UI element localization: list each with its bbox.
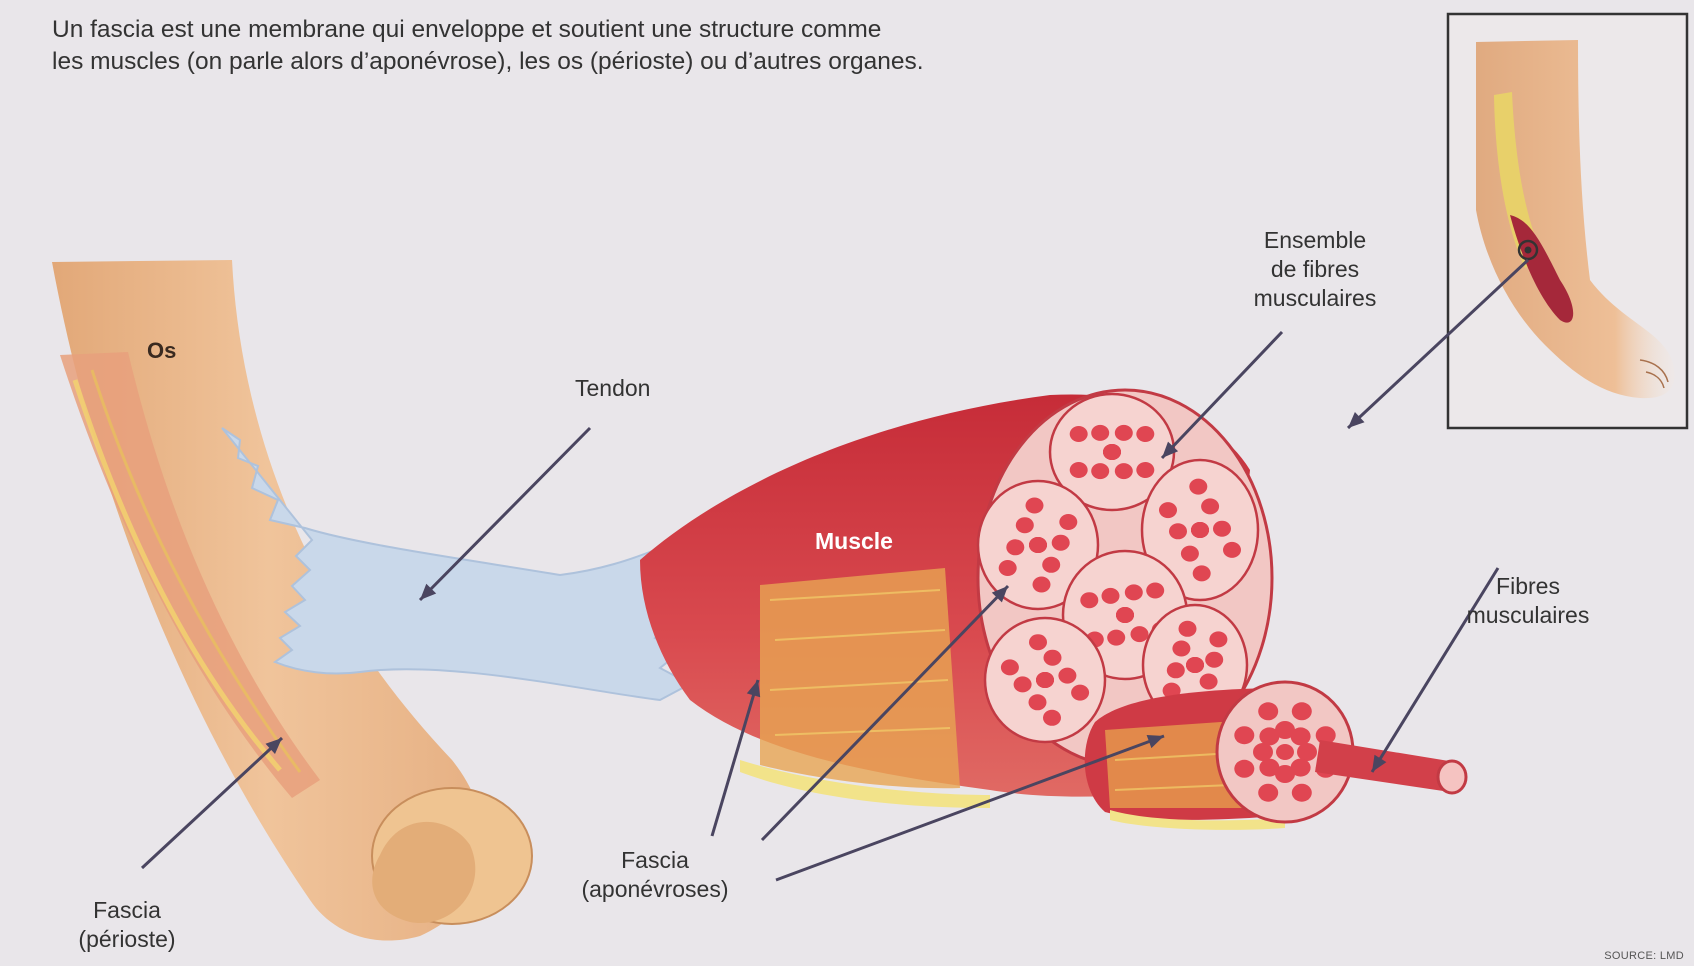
muscle-fiber-dot [1102, 588, 1120, 604]
label-ensemble-line-3: musculaires [1230, 284, 1400, 313]
muscle-fiber-dot [1200, 674, 1218, 690]
bundle-fiber-dot [1292, 784, 1312, 802]
bundle-fiber-dot [1258, 702, 1278, 720]
bundle-fiber-dot [1297, 743, 1317, 761]
label-ensemble-line-2: de fibres [1230, 255, 1400, 284]
muscle-fiber-dot [1016, 517, 1034, 533]
muscle-fiber-dot [1201, 498, 1219, 514]
muscle-fiber-dot [1014, 676, 1032, 692]
muscle-fiber-dot [1193, 565, 1211, 581]
label-fascia-aponevroses: Fascia (aponévroses) [570, 846, 740, 904]
bundle-fiber-dot [1258, 784, 1278, 802]
label-ensemble-fibres: Ensemble de fibres musculaires [1230, 226, 1400, 313]
muscle-fiber-dot [1036, 672, 1054, 688]
label-ensemble-line-1: Ensemble [1230, 226, 1400, 255]
muscle-fiber-dot [1189, 479, 1207, 495]
label-aponevroses-line-2: (aponévroses) [570, 875, 740, 904]
muscle-fiber-dot [1181, 546, 1199, 562]
muscle-fiber-dot [1223, 542, 1241, 558]
muscle-fiber-dot [1205, 652, 1223, 668]
label-perioste-line-1: Fascia [52, 896, 202, 925]
muscle-fiber-dot [1091, 463, 1109, 479]
muscle-fiber-dot [1070, 462, 1088, 478]
muscle-fiber-dot [1186, 657, 1204, 673]
label-muscle: Muscle [815, 528, 893, 555]
muscle-fiber-dot [1006, 539, 1024, 555]
muscle-fiber-dot [1136, 462, 1154, 478]
label-perioste-line-2: (périoste) [52, 925, 202, 954]
bundle-fiber-dot [1291, 727, 1311, 745]
muscle-fiber-dot [1058, 668, 1076, 684]
muscle-fiber-dot [1103, 444, 1121, 460]
bundle-fiber-dot [1234, 760, 1254, 778]
bundle-fiber-dot [1253, 743, 1273, 761]
muscle-fiber-dot [1169, 523, 1187, 539]
muscle-fiber-dot [1071, 685, 1089, 701]
muscle-fiber-dot [1131, 626, 1149, 642]
muscle-fiber-dot [1146, 583, 1164, 599]
muscle-fiber-dot [1043, 710, 1061, 726]
label-fibres-musculaires: Fibres musculaires [1448, 572, 1608, 630]
muscle-fiber-dot [1115, 463, 1133, 479]
muscle-fiber-dot [1136, 426, 1154, 442]
muscle-fiber-dot [1029, 694, 1047, 710]
muscle-fiber-dot [1179, 621, 1197, 637]
muscle-fiber-dot [1044, 650, 1062, 666]
muscle-fiber-dot [1213, 521, 1231, 537]
muscle-fiber-dot [1159, 502, 1177, 518]
intro-line-1: Un fascia est une membrane qui enveloppe… [52, 14, 924, 46]
bundle-fiber-dot [1259, 759, 1279, 777]
aponeurosis-patch [760, 568, 960, 788]
label-fibres-line-1: Fibres [1448, 572, 1608, 601]
muscle-fiber-dot [1172, 641, 1190, 657]
label-aponevroses-line-1: Fascia [570, 846, 740, 875]
muscle-fiber-dot [1026, 498, 1044, 514]
muscle-fiber-dot [1091, 425, 1109, 441]
label-fibres-line-2: musculaires [1448, 601, 1608, 630]
muscle-fiber-dot [1070, 426, 1088, 442]
bundle-fiber-dot [1292, 702, 1312, 720]
muscle-fiber-dot [1125, 584, 1143, 600]
bundle-fiber-dot [1234, 726, 1254, 744]
muscle-fiber-dot [1029, 634, 1047, 650]
label-os: Os [147, 338, 176, 364]
muscle-fiber-dot [1052, 535, 1070, 551]
muscle-fiber-dot [1167, 662, 1185, 678]
muscle-fiber-dot [1042, 557, 1060, 573]
intro-text: Un fascia est une membrane qui enveloppe… [52, 14, 924, 78]
muscle-fiber-dot [1080, 592, 1098, 608]
label-fascia-perioste: Fascia (périoste) [52, 896, 202, 954]
muscle-fiber-dot [1116, 607, 1134, 623]
muscle-fiber-dot [999, 560, 1017, 576]
arm-inset [1448, 14, 1687, 428]
intro-line-2: les muscles (on parle alors d’aponévrose… [52, 46, 924, 78]
muscle-fiber-dot [1191, 522, 1209, 538]
muscle-fiber-dot [1115, 425, 1133, 441]
muscle-fiber-dot [1107, 630, 1125, 646]
label-tendon: Tendon [575, 374, 650, 403]
source-credit: SOURCE: LMD [1604, 950, 1684, 962]
muscle-fiber-dot [1059, 514, 1077, 530]
muscle-fiber-dot [1029, 537, 1047, 553]
bundle-fiber-dot [1276, 744, 1294, 760]
muscle-fiber-dot [1001, 659, 1019, 675]
muscle-fiber-dot [1033, 577, 1051, 593]
muscle-fiber-dot [1209, 631, 1227, 647]
